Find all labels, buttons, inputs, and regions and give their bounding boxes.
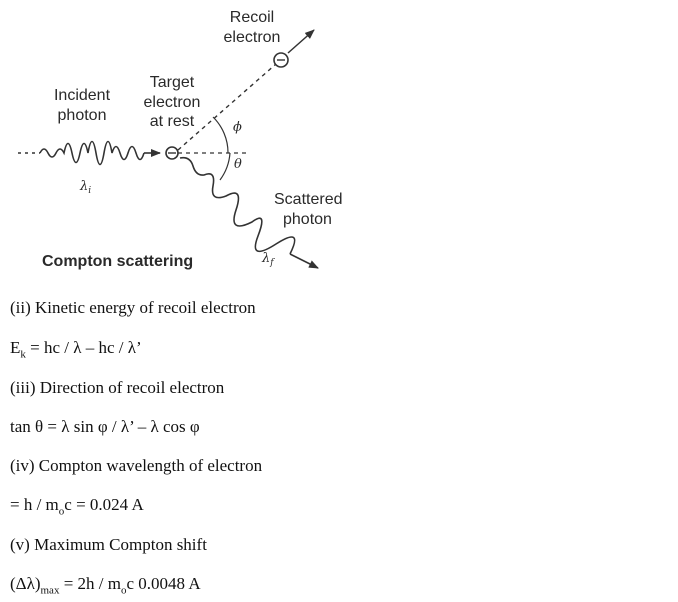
scattered-photon-wave: [179, 156, 296, 255]
text-line-max-shift-heading: (v) Maximum Compton shift: [10, 535, 207, 554]
phi-symbol: ϕ: [233, 120, 242, 135]
phi-angle-arc: [212, 116, 229, 154]
incident-photon-wave: [39, 140, 145, 166]
theta-symbol: θ: [234, 157, 242, 172]
lambda-incident-symbol: λi: [79, 179, 91, 196]
compton-scattering-diagram: Recoil electron Target electron at rest …: [18, 9, 342, 270]
text-line-compton-wavelength-heading: (iv) Compton wavelength of electron: [10, 456, 263, 475]
target-label-line3: at rest: [150, 113, 195, 130]
text-line-kinetic-energy-heading: (ii) Kinetic energy of recoil electron: [10, 298, 256, 317]
lambda-scattered-symbol: λf: [261, 251, 275, 268]
recoil-label-line1: Recoil: [230, 9, 274, 26]
target-label-line2: electron: [144, 94, 201, 111]
diagram-caption: Compton scattering: [42, 253, 193, 270]
incident-label-line2: photon: [58, 107, 107, 124]
text-line-compton-wavelength-formula: = h / moc = 0.024 A: [10, 495, 144, 518]
recoil-label-line2: electron: [224, 29, 281, 46]
text-line-direction-formula: tan θ = λ sin φ / λ’ – λ cos φ: [10, 417, 200, 436]
text-line-kinetic-energy-formula: Ek = hc / λ – hc / λ’: [10, 338, 142, 361]
target-label-line1: Target: [150, 74, 195, 91]
scattered-photon-arrow: [289, 253, 319, 269]
scattered-label-line2: photon: [283, 211, 332, 228]
text-line-direction-heading: (iii) Direction of recoil electron: [10, 378, 225, 397]
scattered-label-line1: Scattered: [274, 191, 342, 208]
text-line-max-shift-formula: (Δλ)max = 2h / moc 0.0048 A: [10, 574, 201, 597]
incident-label-line1: Incident: [54, 87, 111, 104]
recoil-electron-icon: [273, 52, 289, 68]
theta-angle-arc: [219, 152, 231, 181]
recoil-electron-arrow: [287, 29, 315, 54]
recoil-electron-path: [177, 63, 277, 151]
